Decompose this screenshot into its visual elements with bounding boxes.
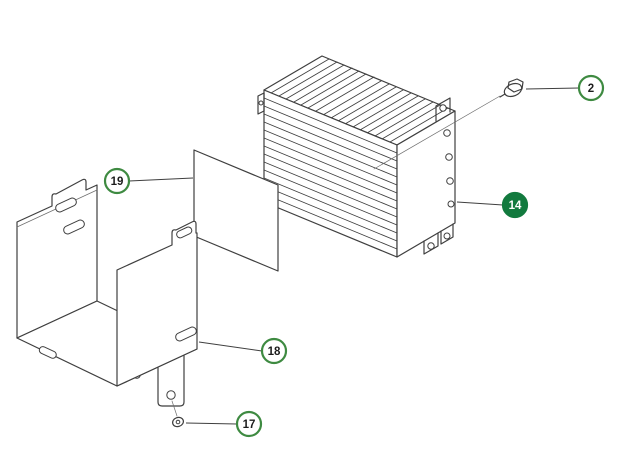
callout-14-label: 14 — [509, 200, 522, 212]
heatsink-module — [257, 55, 456, 258]
mounting-screw — [172, 416, 184, 428]
callout-18-circle[interactable] — [260, 337, 288, 365]
mounting-bracket — [16, 178, 198, 417]
screw-axis-line — [171, 400, 178, 417]
cover-panel-plate — [193, 149, 279, 272]
module-plate-hole-4 — [447, 200, 455, 208]
module-plate-bottom-tab-1-hole — [427, 242, 435, 250]
bracket-far-wall-slot-2 — [63, 219, 85, 235]
callout-17-leader — [185, 422, 238, 425]
callout-17-label: 17 — [243, 419, 256, 431]
callout-14[interactable]: 14 — [456, 191, 529, 219]
module-top-fin-lines — [270, 58, 449, 143]
callout-19-leader — [128, 177, 194, 182]
callout-2-label: 2 — [588, 83, 594, 95]
callout-14-circle[interactable] — [501, 191, 529, 219]
module-plate-top-tab — [435, 97, 451, 122]
bracket-near-wall-tab-slot — [176, 226, 193, 239]
bracket-foot-hole — [166, 390, 176, 400]
bolt-tip — [499, 93, 506, 98]
bolt-axis-line — [373, 95, 501, 170]
bracket-far-wall — [16, 178, 98, 339]
bolt-hex-head — [507, 78, 524, 93]
bolt-flange — [503, 82, 523, 98]
module-plate-hole-1 — [443, 129, 451, 137]
module-fins — [263, 97, 398, 250]
callout-2-circle[interactable] — [577, 74, 605, 102]
module-plate-hole-3 — [446, 177, 454, 185]
bracket-bottom-slot-1 — [38, 346, 57, 359]
bracket-far-wall-slot-1 — [55, 197, 77, 213]
module-plate-bottom-tab-2 — [440, 223, 454, 245]
callout-18[interactable]: 18 — [198, 337, 288, 365]
callout-18-label: 18 — [268, 346, 281, 358]
callout-18-leader — [198, 341, 263, 352]
module-left-ear-hole — [258, 100, 264, 106]
cover-panel — [193, 149, 279, 272]
callout-17-circle[interactable] — [235, 410, 263, 438]
bracket-near-wall-slot-18 — [175, 326, 197, 342]
flange-bolt — [499, 78, 524, 98]
module-left-ear — [257, 92, 265, 115]
callout-19[interactable]: 19 — [103, 167, 194, 195]
callout-19-circle[interactable] — [103, 167, 131, 195]
screw-head — [172, 416, 184, 428]
callout-2-leader — [525, 87, 580, 90]
screw-head-center — [175, 419, 181, 425]
bracket-foot — [157, 355, 185, 407]
bracket-near-wall — [116, 220, 198, 387]
module-plate-top-tab-hole — [439, 104, 447, 112]
callout-14-leader — [456, 201, 504, 206]
callout-19-label: 19 — [111, 176, 124, 188]
callout-17[interactable]: 17 — [185, 410, 263, 438]
module-plate-hole-2 — [445, 153, 453, 161]
module-plate-bottom-tab-2-hole — [443, 232, 451, 240]
callout-2[interactable]: 2 — [525, 74, 605, 102]
module-plate-bottom-tab-1 — [423, 232, 439, 255]
